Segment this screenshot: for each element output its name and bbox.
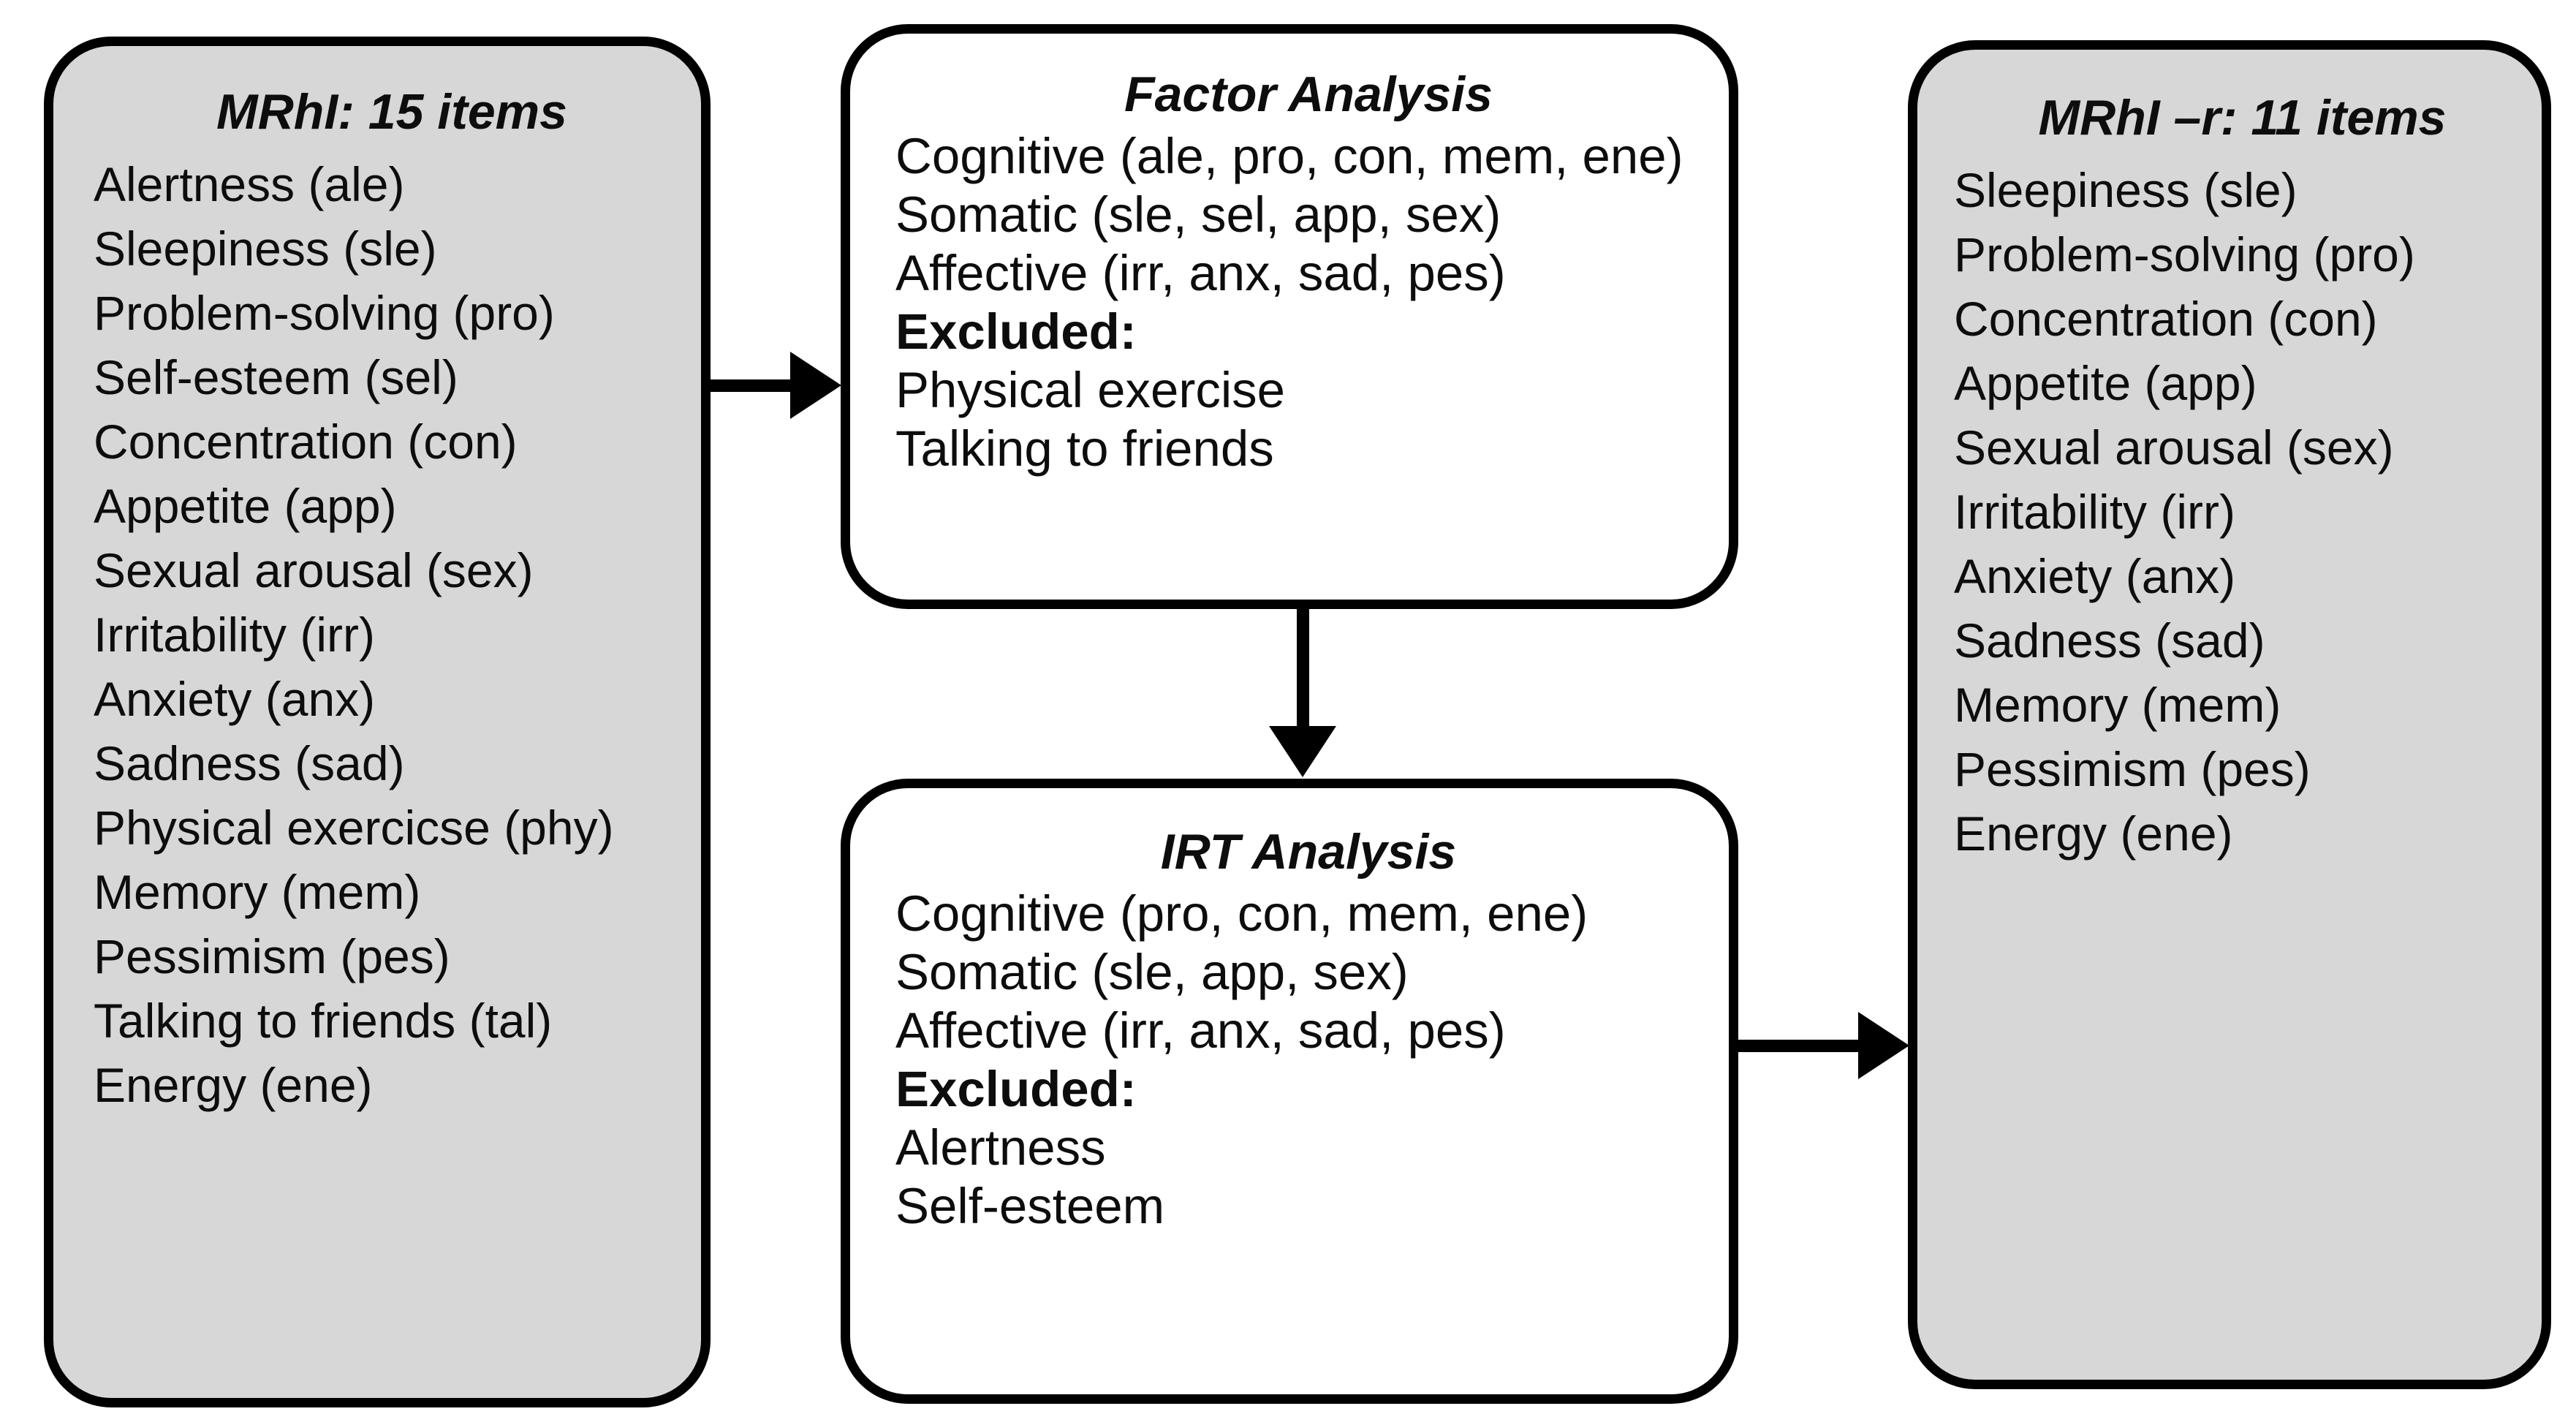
- irt-box-title: IRT Analysis: [1160, 824, 1457, 880]
- arrow-right-head-icon: [790, 352, 841, 419]
- irt-dimension: Affective (irr, anx, sad, pes): [895, 1002, 1506, 1059]
- mrhi-box-title: MRhI: 15 items: [216, 84, 567, 140]
- arrow-right-head-icon: [1858, 1012, 1909, 1079]
- mrhi-r-item: Sleepiness (sle): [1954, 163, 2297, 217]
- irt-dimension: Cognitive (pro, con, mem, ene): [895, 885, 1588, 942]
- mrhi-r-box-title: MRhI –r: 11 items: [2038, 90, 2447, 145]
- mrhi-item: Energy (ene): [94, 1058, 373, 1112]
- mrhi-item: Talking to friends (tal): [94, 994, 553, 1048]
- mrhi-r-item: Memory (mem): [1954, 678, 2281, 732]
- mrhi-15-items-box: MRhI: 15 items Alertness (ale) Sleepiness…: [44, 37, 711, 1407]
- factor-dimension-list: Cognitive (ale, pro, con, mem, ene)Somat…: [895, 127, 1721, 303]
- mrhi-item-list: Alertness (ale) Sleepiness (sle) Problem-s…: [94, 152, 690, 1117]
- factor-box-title: Factor Analysis: [1124, 67, 1493, 122]
- factor-analysis-box: Factor Analysis Cognitive (ale, pro, con…: [841, 24, 1738, 609]
- irt-dimension-list: Cognitive (pro, con, mem, ene)Somatic (s…: [895, 885, 1721, 1060]
- mrhi-r-item-list: Sleepiness (sle) Problem-solving (pro) Con…: [1954, 158, 2531, 866]
- mrhi-r-item: Sexual arousal (sex): [1954, 420, 2394, 475]
- mrhi-item: Problem-solving (pro): [94, 286, 555, 340]
- arrow-down-icon: [1297, 606, 1309, 727]
- irt-excluded-item: Alertness: [895, 1119, 1106, 1176]
- factor-dimension: Cognitive (ale, pro, con, mem, ene): [895, 128, 1683, 184]
- mrhi-item: Anxiety (anx): [94, 672, 376, 726]
- mrhi-r-item: Energy (ene): [1954, 806, 2233, 861]
- factor-dimension: Affective (irr, anx, sad, pes): [895, 245, 1506, 301]
- mrhi-r-item: Pessimism (pes): [1954, 742, 2311, 796]
- mrhi-r-11-items-box: MRhI –r: 11 items Sleepiness (sle) Proble…: [1908, 40, 2551, 1389]
- factor-excluded-item: Physical exercise: [895, 362, 1286, 418]
- factor-dimension: Somatic (sle, sel, app, sex): [895, 186, 1501, 243]
- mrhi-item: Sadness (sad): [94, 736, 405, 790]
- mrhi-r-item: Concentration (con): [1954, 292, 2378, 346]
- mrhi-item: Alertness (ale): [94, 157, 405, 211]
- arrow-down-head-icon: [1269, 726, 1336, 777]
- mrhi-r-item: Appetite (app): [1954, 356, 2257, 410]
- mrhi-item: Appetite (app): [94, 479, 397, 533]
- mrhi-item: Concentration (con): [94, 415, 518, 469]
- arrow-right-icon: [1737, 1040, 1861, 1052]
- mrhi-item: Physical exercicse (phy): [94, 801, 614, 855]
- mrhi-item: Irritability (irr): [94, 608, 375, 662]
- irt-excluded-item: Self-esteem: [895, 1178, 1165, 1234]
- arrow-right-icon: [711, 379, 792, 392]
- irt-excluded-label: Excluded:: [895, 1061, 1137, 1117]
- mrhi-item: Self-esteem (sel): [94, 350, 458, 404]
- mrhi-item: Sexual arousal (sex): [94, 543, 534, 597]
- mrhi-item: Pessimism (pes): [94, 929, 450, 983]
- mrhi-r-item: Irritability (irr): [1954, 485, 2235, 539]
- irt-dimension: Somatic (sle, app, sex): [895, 944, 1409, 1000]
- irt-analysis-box: IRT Analysis Cognitive (pro, con, mem, e…: [841, 779, 1738, 1404]
- mrhi-item: Sleepiness (sle): [94, 222, 437, 276]
- mrhi-r-item: Sadness (sad): [1954, 613, 2265, 668]
- mrhi-r-item: Anxiety (anx): [1954, 549, 2236, 603]
- factor-excluded-item: Talking to friends: [895, 420, 1274, 477]
- mrhi-r-item: Problem-solving (pro): [1954, 227, 2415, 281]
- mrhi-item: Memory (mem): [94, 865, 421, 919]
- factor-excluded-label: Excluded:: [895, 303, 1137, 360]
